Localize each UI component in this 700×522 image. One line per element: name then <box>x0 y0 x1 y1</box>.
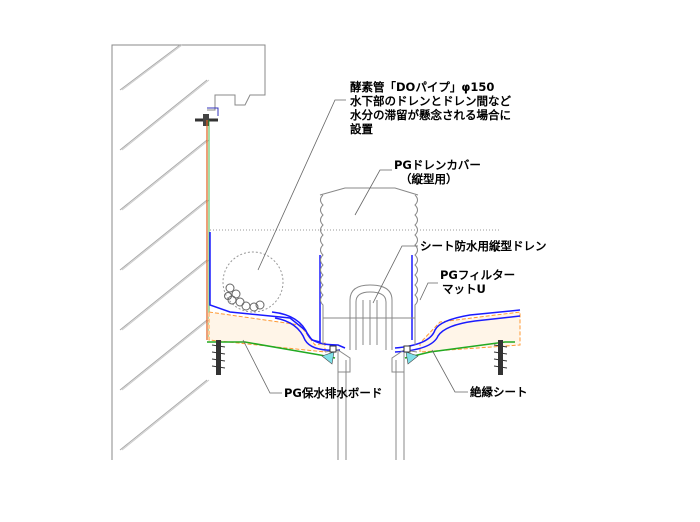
filter-mat-label-line: マットU <box>442 282 486 296</box>
filter-mat <box>209 232 521 353</box>
drain-cover-label-line: （縦型用） <box>400 172 458 186</box>
vertical-drain-label: シート防水用縦型ドレン <box>420 239 547 253</box>
drain-cover-label-line: PGドレンカバー <box>394 158 481 172</box>
drain-cover <box>319 187 419 345</box>
do-pipe-label-line: 水下部のドレンとドレン間など <box>350 94 511 108</box>
vertical-drain <box>324 284 418 460</box>
drain-seals <box>321 345 419 365</box>
drain-cover-label: PGドレンカバー （縦型用） <box>394 158 481 186</box>
do-pipe-label: 酵素管「DOパイプ」φ150 水下部のドレンとドレン間など 水分の滞留が懸念され… <box>350 80 511 136</box>
insulation-sheet-label: 絶縁シート <box>470 385 528 399</box>
filter-mat-label-line: PGフィルター <box>440 268 516 282</box>
drainage-board-label: PG保水排水ボード <box>284 386 383 400</box>
do-pipe-label-line: 水分の滞留が懸念される場合に <box>350 108 511 122</box>
anchor-screws <box>211 340 508 375</box>
do-pipe-label-line: 設置 <box>350 122 373 136</box>
do-pipe <box>222 251 284 313</box>
filter-mat-label: PGフィルター マットU <box>440 268 515 296</box>
leader-lines <box>242 99 468 394</box>
do-pipe-label-line: 酵素管「DOパイプ」φ150 <box>350 80 495 94</box>
parapet-wall <box>111 44 266 460</box>
